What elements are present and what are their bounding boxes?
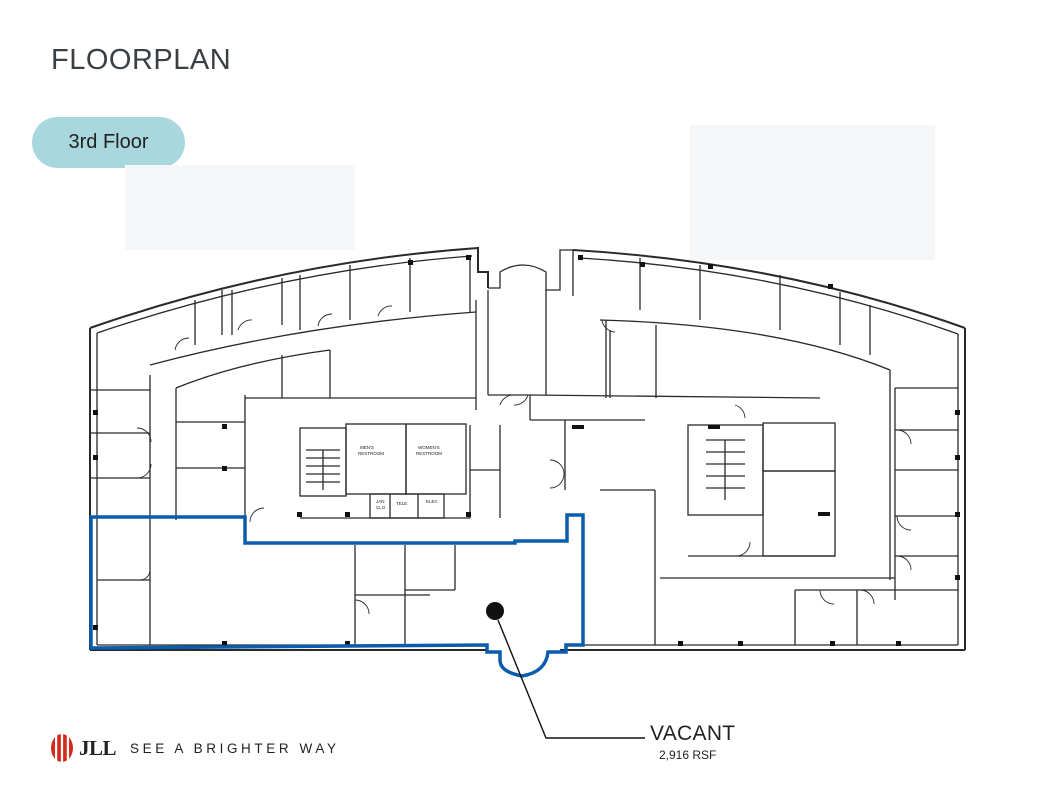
page-title: FLOORPLAN xyxy=(51,44,232,76)
brand-tagline: SEE A BRIGHTER WAY xyxy=(130,740,340,756)
footer-brand: JLL SEE A BRIGHTER WAY xyxy=(50,732,340,764)
vacancy-leader-line xyxy=(497,619,645,739)
jan-clo-label-2: CLO xyxy=(376,505,386,510)
womens-restroom-label-1: WOMEN'S xyxy=(418,445,440,450)
floor-selector-label: 3rd Floor xyxy=(68,131,149,153)
vacancy-marker-dot xyxy=(486,602,504,620)
faint-block-right xyxy=(690,125,935,260)
floor-selector-button[interactable]: 3rd Floor xyxy=(32,117,185,168)
door-swings xyxy=(136,305,912,615)
vacant-suite-outline[interactable] xyxy=(89,513,585,678)
womens-restroom-label-2: RESTROOM xyxy=(416,451,442,456)
building-walls xyxy=(89,246,966,651)
tele-label: TELE xyxy=(396,501,407,506)
vacancy-area-label: 2,916 RSF xyxy=(659,748,717,762)
brand-name: JLL xyxy=(79,735,117,760)
mens-restroom-label-2: RESTROOM xyxy=(358,451,384,456)
elec-label: ELEC xyxy=(426,499,439,504)
vacancy-status-label: VACANT xyxy=(650,722,736,745)
mens-restroom-label-1: MEN'S xyxy=(360,445,374,450)
jan-clo-label-1: JAN xyxy=(376,499,385,504)
faint-block-left xyxy=(125,165,355,250)
jll-logo-icon xyxy=(51,734,73,762)
room-labels: MEN'S RESTROOM WOMEN'S RESTROOM JAN CLO … xyxy=(358,445,442,510)
structural-columns xyxy=(93,255,960,646)
